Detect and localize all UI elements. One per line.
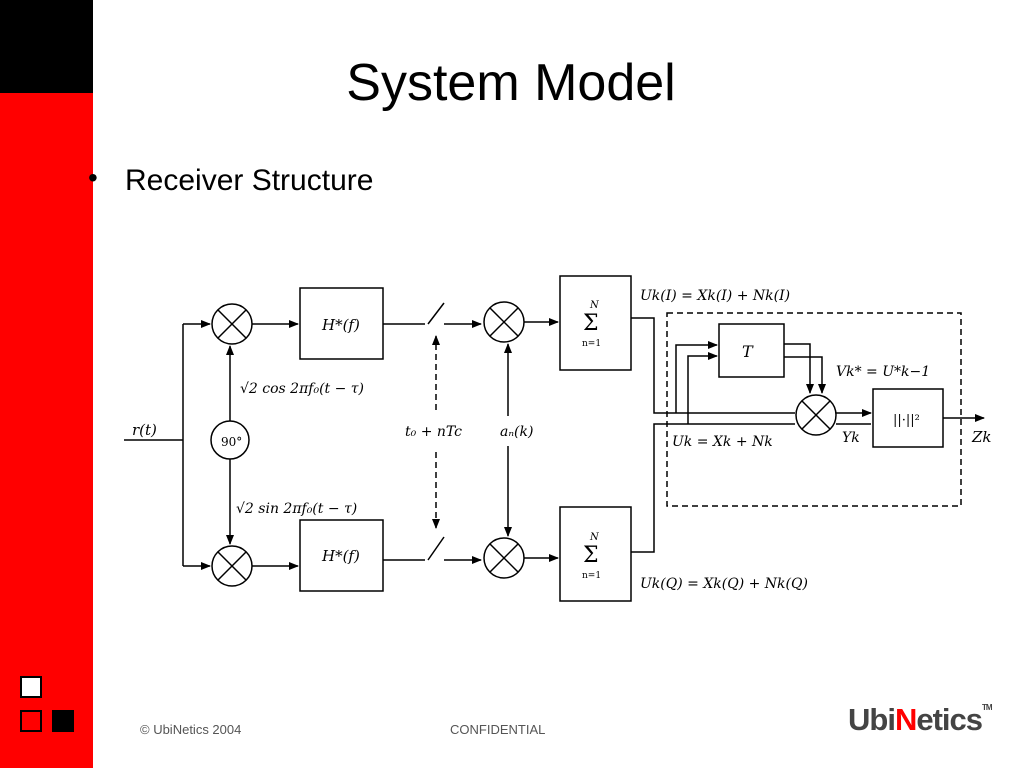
slide-title: System Model — [346, 54, 676, 112]
combiner-mixer-icon — [795, 394, 837, 436]
u-i-equation: Uk(I) = Xk(I) + Nk(I) — [640, 288, 790, 304]
phase-shift-label: 90° — [221, 435, 242, 449]
sum-i-top: N — [589, 300, 600, 311]
u-equation: Uk = Xk + Nk — [672, 434, 773, 450]
code-label: aₙ(k) — [500, 424, 533, 440]
sum-i-bottom: n=1 — [582, 339, 601, 349]
sampler-i-switch — [427, 302, 445, 325]
sin-osc-label: √2 sin 2πf₀(t − τ) — [236, 501, 357, 517]
footer-confidential: CONFIDENTIAL — [450, 722, 546, 737]
company-logo: UbiNeticsTM — [848, 702, 993, 737]
bullet-text: Receiver Structure — [125, 164, 374, 197]
sidebar-top-block — [0, 0, 93, 93]
norm-label: ||·||² — [893, 413, 920, 428]
sum-q-symbol: Σ — [583, 543, 599, 568]
sidebar — [0, 0, 93, 768]
decor-square-red — [20, 710, 42, 732]
footer-copyright: © UbiNetics 2004 — [140, 722, 242, 737]
filter-q-block — [299, 519, 384, 592]
delay-block — [718, 323, 785, 378]
filter-q-label: H*(f) — [321, 547, 360, 565]
complex-processing-region — [666, 312, 962, 507]
y-label: Yk — [842, 430, 860, 446]
decor-square-white — [20, 676, 42, 698]
sum-q-bottom: n=1 — [582, 571, 601, 581]
input-label: r(t) — [132, 421, 157, 439]
cos-osc-label: √2 cos 2πf₀(t − τ) — [240, 381, 364, 397]
v-equation: Vk* = U*k−1 — [836, 364, 930, 380]
sampler-q-switch — [427, 536, 445, 561]
sum-q-block — [559, 506, 632, 602]
sum-q-top: N — [589, 532, 600, 543]
decor-square-black — [52, 710, 74, 732]
filter-i-label: H*(f) — [321, 316, 360, 334]
sampling-label: t₀ + nTc — [405, 424, 462, 440]
delay-label: T — [742, 342, 754, 361]
bullet-marker: • — [88, 162, 98, 193]
sum-i-symbol: Σ — [583, 311, 599, 336]
u-q-equation: Uk(Q) = Xk(Q) + Nk(Q) — [640, 576, 808, 592]
sum-i-block — [559, 275, 632, 371]
output-label: Zk — [971, 428, 992, 446]
